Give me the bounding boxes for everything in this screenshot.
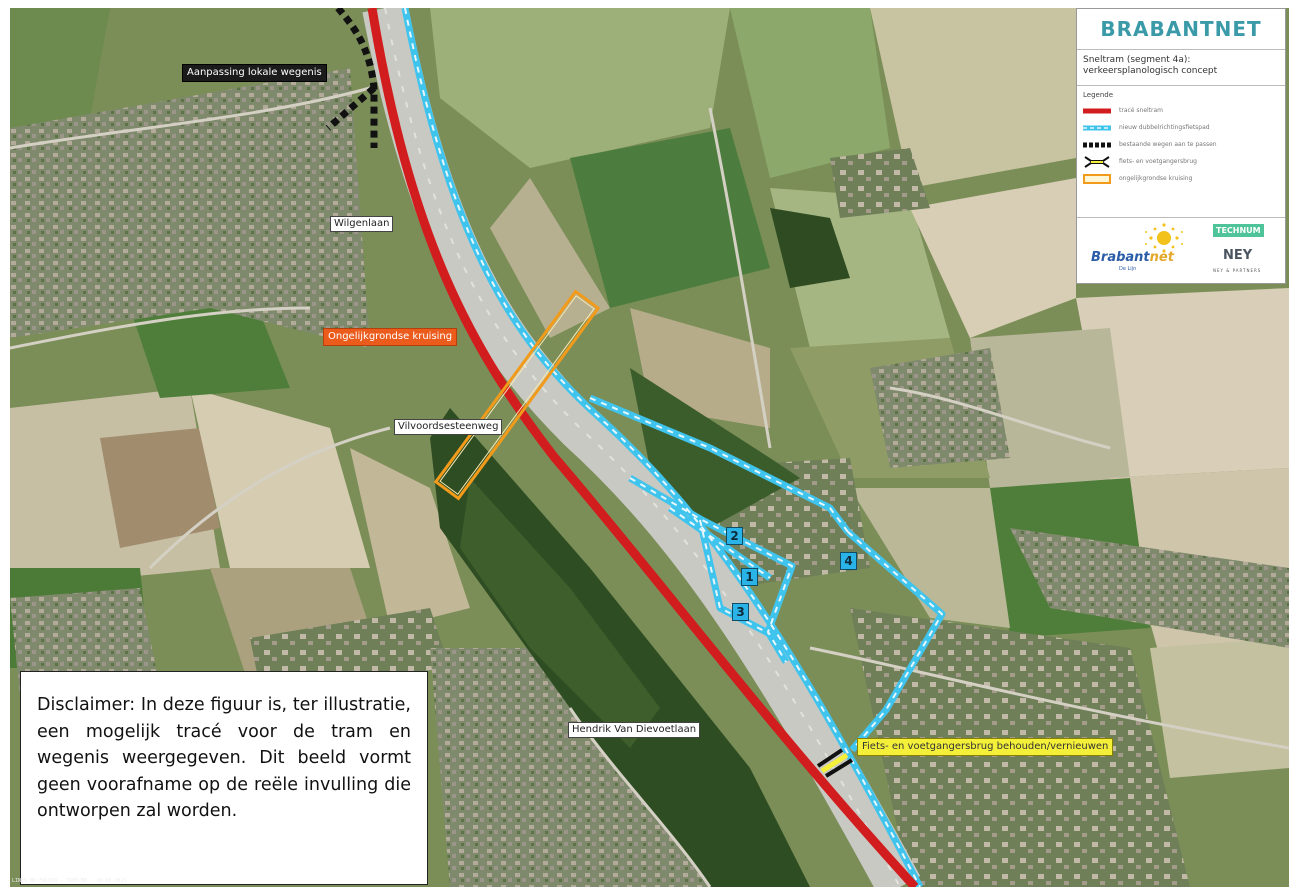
label-vilvoordsesteenweg: Vilvoordsesteenweg [394,419,503,435]
bike-paths [401,8,946,887]
label-hendrik-van-dievoetlaan: Hendrik Van Dievoetlaan [568,722,701,738]
brand-title: BRABANTNET [1077,9,1285,50]
legend-item-label: ongelijkgrondse kruising [1119,175,1193,182]
legend-panel: BRABANTNET Sneltram (segment 4a): verkee… [1076,8,1286,284]
label-fietsbrug: Fiets- en voetgangersbrug behouden/verni… [857,738,1114,756]
legend-item-local-roads: bestaande wegen aan te passen [1077,136,1285,153]
marker-2: 2 [726,527,743,545]
marker-4: 4 [840,552,857,570]
motorway-edge [384,8,901,887]
label-ongelijkgrondse-kruising: Ongelijkgrondse kruising [323,328,458,346]
marker-1: 1 [741,568,758,586]
brabantnet-logo: Brabantnet [1091,250,1174,265]
tram-route [367,8,919,887]
label-aanpassing-lokale-wegenis: Aanpassing lokale wegenis [182,64,327,82]
local-road-adjustments [325,8,378,148]
legend-item-tram: tracé sneltram [1077,102,1285,119]
black-dashed-line-icon [1083,140,1111,150]
logos: Brabantnet De Lijn TECHNUM NEY NEY & PAR… [1077,217,1285,284]
project-title: Sneltram (segment 4a): verkeersplanologi… [1077,50,1285,86]
legend-item-label: bestaande wegen aan te passen [1119,141,1217,148]
disclaimer-text: Disclaimer: In deze figuur is, ter illus… [37,695,411,821]
legend-item-label: nieuw dubbelrichtingsfietspad [1119,124,1210,131]
bridge-symbol [816,748,854,778]
brabantnet-logo-sub: De Lijn [1119,266,1137,272]
aerial-map[interactable] [10,8,1289,887]
legend-item-crossing: ongelijkgrondse kruising [1077,170,1285,187]
bridge-icon [1083,155,1111,168]
red-line-icon [1083,106,1111,116]
legend-item-bike-path: nieuw dubbelrichtingsfietspad [1077,119,1285,136]
project-title-line1: Sneltram (segment 4a): [1083,55,1191,65]
label-wilgenlaan: Wilgenlaan [330,216,394,232]
crossing-box [433,289,601,501]
project-title-line2: verkeersplanologisch concept [1083,66,1218,76]
orange-box-icon [1083,173,1111,184]
ney-logo-sub: NEY & PARTNERS [1213,268,1262,273]
ney-logo: NEY [1223,248,1253,263]
disclaimer-box: Disclaimer: In deze figuur is, ter illus… [20,671,428,885]
legend-title: Legende [1083,91,1114,99]
legend-item-bridge: fiets- en voetgangersbrug [1077,153,1285,170]
technum-logo: TECHNUM [1213,224,1264,237]
legend-item-label: tracé sneltram [1119,107,1164,114]
marker-3: 3 [732,603,749,621]
blue-dashed-line-icon [1083,123,1111,133]
legend-item-label: fiets- en voetgangersbrug [1119,158,1197,165]
sun-logo-icon [1145,223,1183,253]
footer-meta: LINES NO.FOLDER - TUBE/BE - 20-08-2013 [12,878,127,884]
